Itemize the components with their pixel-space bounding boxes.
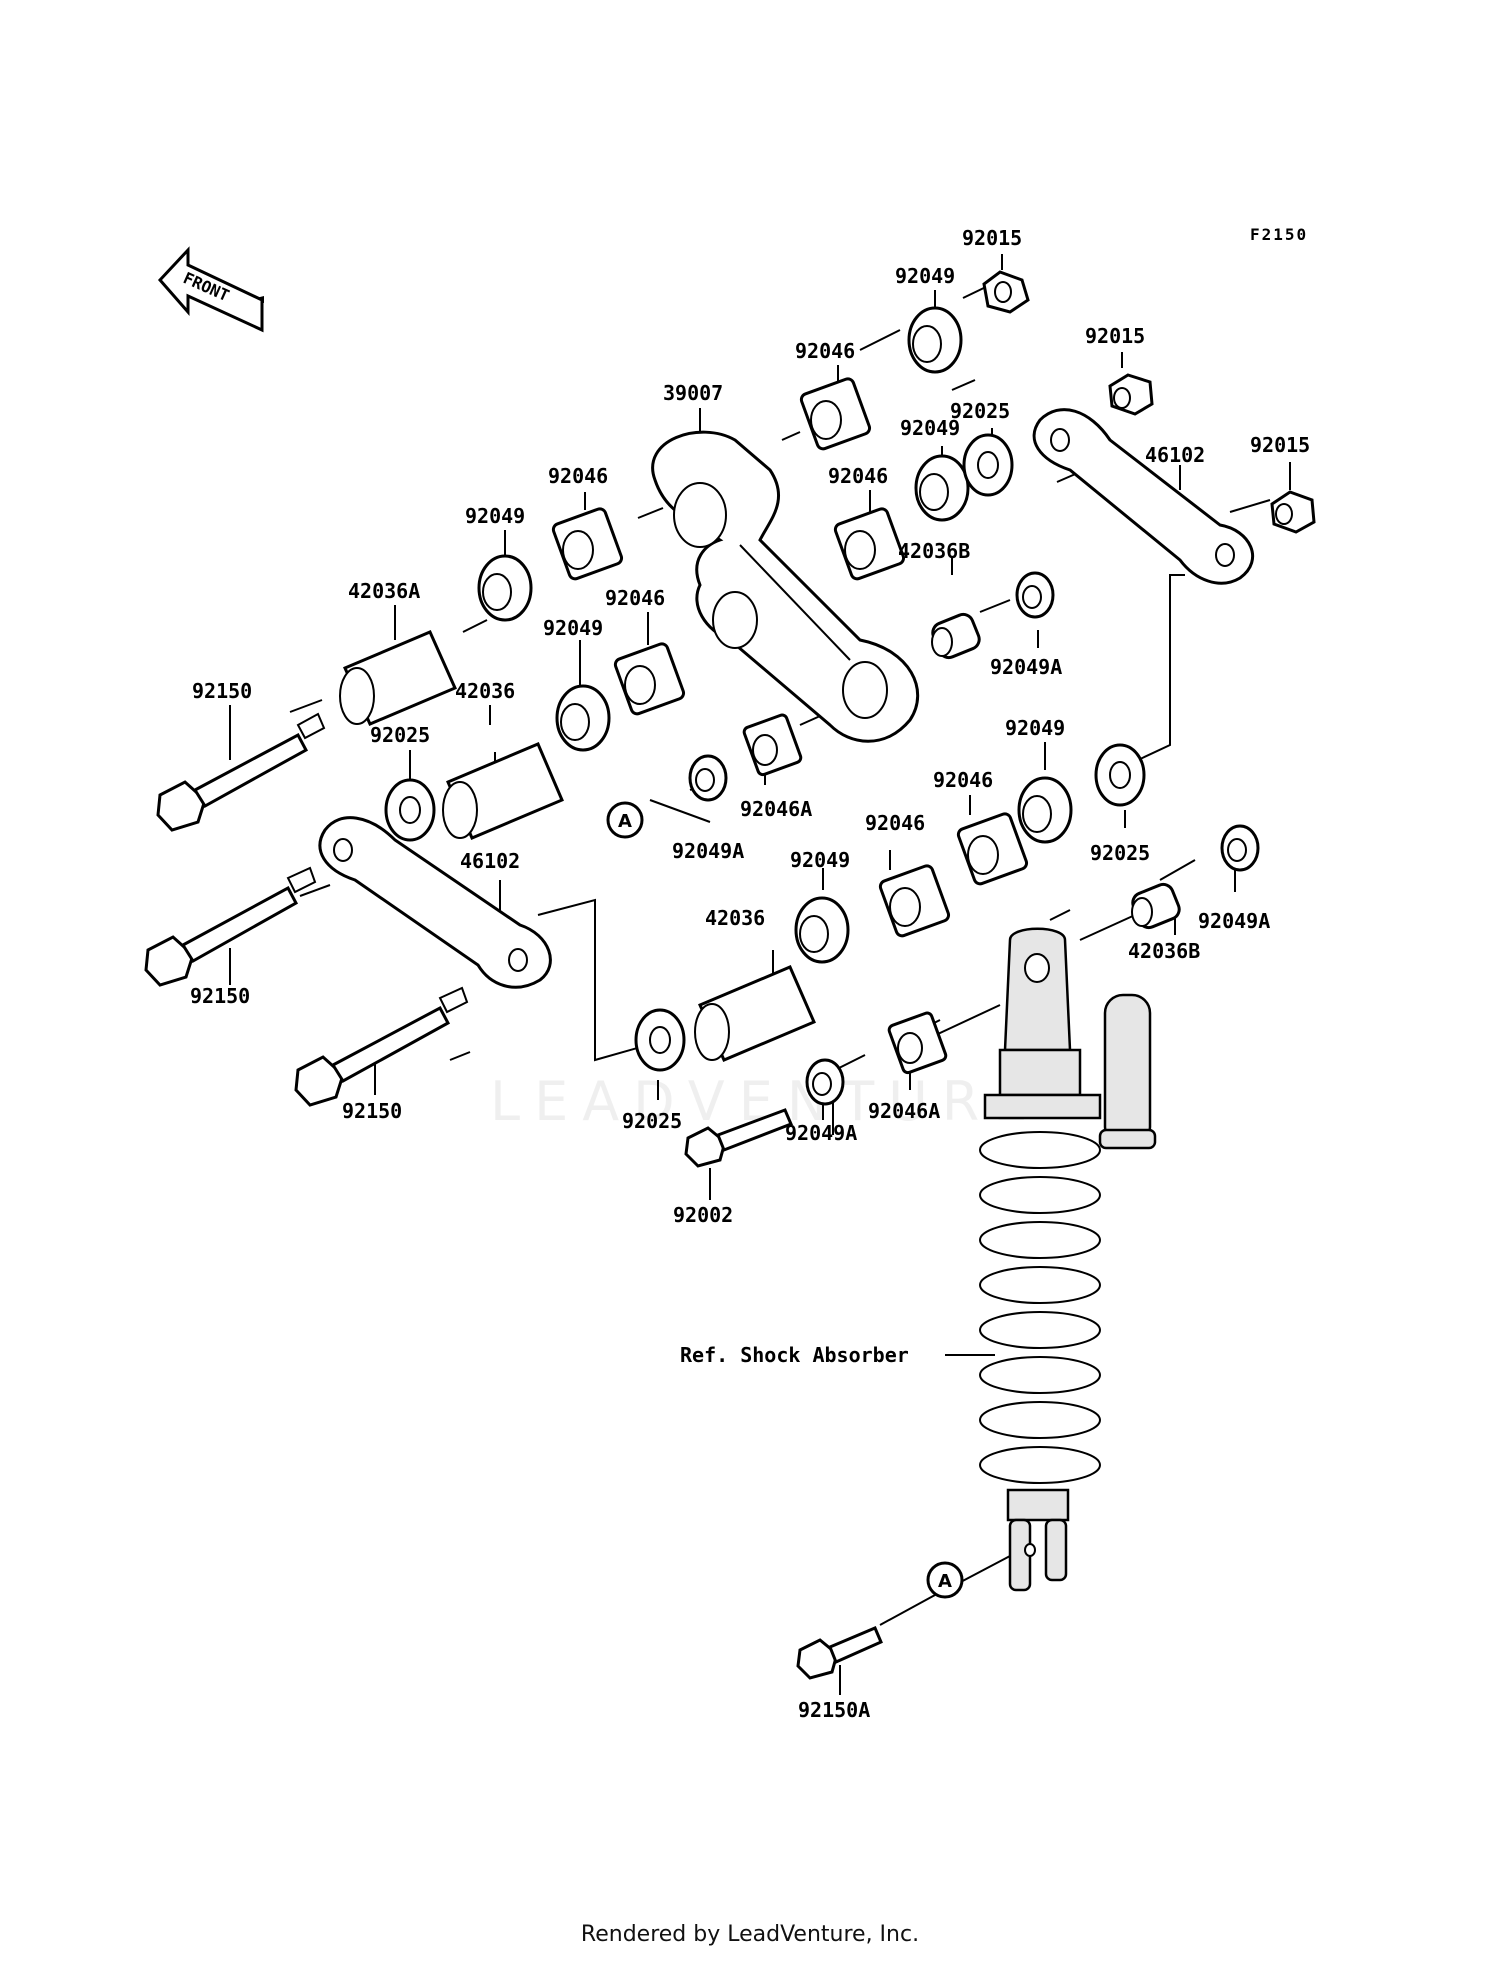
- bearing-92046-d: [613, 642, 686, 716]
- part-label-92150: 92150: [190, 984, 250, 1008]
- part-label-92150A: 92150A: [798, 1698, 870, 1722]
- part-label-92046: 92046: [933, 768, 993, 792]
- collar-92049-c: [477, 554, 533, 622]
- part-label-92025: 92025: [370, 723, 430, 747]
- collar-42036b-a: [931, 612, 981, 660]
- washer-92049a-a: [1015, 571, 1055, 619]
- bearing-92046-c: [833, 507, 906, 581]
- bearing-92046a-a: [742, 713, 803, 777]
- part-label-92046A: 92046A: [868, 1099, 940, 1123]
- part-label-92046A: 92046A: [740, 797, 812, 821]
- part-label-39007: 39007: [663, 381, 723, 405]
- shock-absorber-reference: [979, 927, 1157, 1592]
- part-label-92049: 92049: [895, 264, 955, 288]
- reference-label-shock-absorber: Ref. Shock Absorber: [680, 1343, 909, 1367]
- svg-text:A: A: [618, 811, 632, 832]
- part-label-92046: 92046: [865, 811, 925, 835]
- nut-92015-right: [1270, 490, 1316, 534]
- sleeve-42036-b: [694, 965, 816, 1062]
- part-label-92049: 92049: [900, 416, 960, 440]
- part-label-42036B: 42036B: [898, 539, 970, 563]
- part-label-46102: 46102: [460, 849, 520, 873]
- washer-92025-c: [1094, 743, 1146, 807]
- bearing-92046a-b: [887, 1011, 948, 1075]
- sleeve-42036a: [339, 630, 457, 726]
- part-label-92046: 92046: [795, 339, 855, 363]
- part-label-92015: 92015: [1250, 433, 1310, 457]
- part-label-42036: 42036: [705, 906, 765, 930]
- collar-92049-a: [907, 306, 963, 374]
- part-label-92025: 92025: [1090, 841, 1150, 865]
- front-arrow-icon: FRONT: [157, 246, 264, 333]
- part-label-92150: 92150: [342, 1099, 402, 1123]
- bearing-92046-b: [551, 507, 624, 581]
- bearing-92046-f: [878, 864, 951, 938]
- nut-92015-top: [982, 270, 1030, 314]
- part-label-92049A: 92049A: [1198, 909, 1270, 933]
- bolt-92150-b: [144, 866, 317, 987]
- reference-marker-a-upper: A: [606, 801, 644, 839]
- bolt-92150a: [796, 1626, 883, 1680]
- part-label-92025: 92025: [950, 399, 1010, 423]
- part-label-92002: 92002: [673, 1203, 733, 1227]
- part-label-92049: 92049: [543, 616, 603, 640]
- bolt-92150-a: [156, 712, 326, 832]
- bearing-92046-e: [956, 812, 1029, 886]
- part-shapes: A A: [144, 270, 1316, 1680]
- svg-text:A: A: [938, 1571, 952, 1592]
- tie-rod-46102-upper: [1032, 408, 1254, 585]
- figure-code: F2150: [1250, 225, 1308, 244]
- collar-92049-b: [914, 454, 970, 522]
- part-label-46102: 46102: [1145, 443, 1205, 467]
- washer-92049a-d: [805, 1058, 845, 1106]
- shock-spring: [979, 1131, 1101, 1484]
- washer-92049a-c: [1220, 824, 1260, 872]
- bolt-92150-c: [294, 986, 469, 1107]
- part-label-92046: 92046: [828, 464, 888, 488]
- washer-92025-b: [384, 778, 436, 842]
- part-label-92049A: 92049A: [785, 1121, 857, 1145]
- part-label-42036A: 42036A: [348, 579, 420, 603]
- part-label-92015: 92015: [1085, 324, 1145, 348]
- part-label-92046: 92046: [548, 464, 608, 488]
- part-number-labels: 92015 92049 92046 92015 39007 92025 9204…: [190, 226, 1310, 1722]
- washer-92025-d: [634, 1008, 686, 1072]
- part-label-92049: 92049: [790, 848, 850, 872]
- collar-92049-e: [1017, 776, 1073, 844]
- part-label-92049: 92049: [1005, 716, 1065, 740]
- reference-marker-a-lower: A: [926, 1561, 964, 1599]
- part-label-92015: 92015: [962, 226, 1022, 250]
- part-label-42036: 42036: [455, 679, 515, 703]
- part-label-92049A: 92049A: [990, 655, 1062, 679]
- part-label-92049A: 92049A: [672, 839, 744, 863]
- washer-92049a-b: [688, 754, 728, 802]
- bolt-92002: [684, 1108, 793, 1168]
- collar-92049-d: [555, 684, 611, 752]
- part-label-92025: 92025: [622, 1109, 682, 1133]
- bearing-92046-a: [799, 377, 872, 451]
- sleeve-42036-a: [442, 742, 564, 840]
- collar-42036b-b: [1131, 882, 1181, 930]
- nut-92015-mid: [1108, 373, 1154, 416]
- rocker-arm-39007: [651, 430, 920, 743]
- part-label-92150: 92150: [192, 679, 252, 703]
- render-credit: Rendered by LeadVenture, Inc.: [580, 1922, 920, 1947]
- washer-92025-a: [962, 433, 1014, 497]
- part-label-92046: 92046: [605, 586, 665, 610]
- collar-92049-f: [794, 896, 850, 964]
- part-label-92049: 92049: [465, 504, 525, 528]
- part-label-42036B: 42036B: [1128, 939, 1200, 963]
- tie-rod-46102-lower: [318, 816, 552, 989]
